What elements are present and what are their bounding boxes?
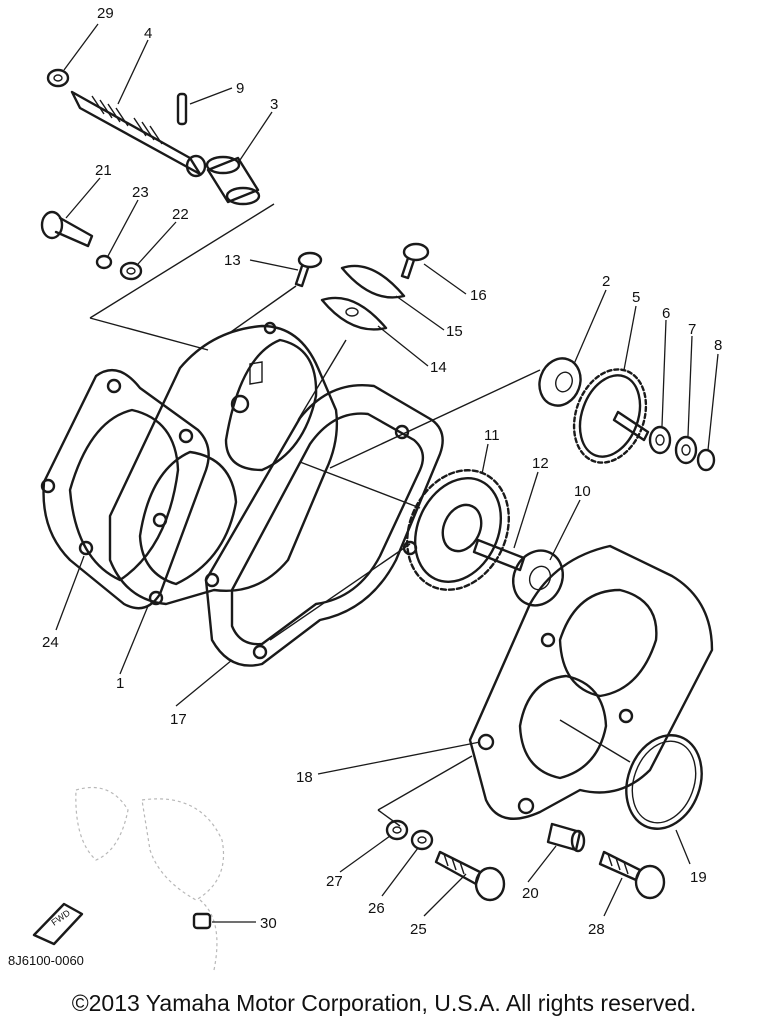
screw-16 [400,242,430,280]
label-18: 18 [296,769,313,786]
gasket-24 [40,368,210,610]
ghost-sketch [75,786,225,971]
label-25: 25 [410,921,427,938]
label-15: 15 [446,323,463,340]
nut-8 [696,448,716,472]
plug-30 [192,912,212,930]
washer-7 [674,435,698,465]
shaft-12 [472,538,526,572]
gear-11 [406,469,510,591]
label-22: 22 [172,206,189,223]
diagram-code: 8J6100-0060 [8,953,84,968]
label-29: 29 [97,5,114,22]
label-13: 13 [224,252,241,269]
label-12: 12 [532,455,549,472]
label-10: 10 [574,483,591,500]
bearing-10 [512,549,564,607]
washer-29 [46,68,70,88]
label-30: 30 [260,915,277,932]
pin-9 [176,92,188,126]
assembly-lines [89,203,631,827]
label-5: 5 [632,289,640,306]
label-7: 7 [688,321,696,338]
gasket-17 [204,384,444,667]
bearing-2 [538,357,582,407]
label-20: 20 [522,885,539,902]
oring-19 [625,734,703,830]
dowel-20 [546,822,586,853]
bolt-25 [434,850,506,902]
label-11: 11 [484,427,500,444]
washer-22 [119,261,143,281]
shaft-4 [70,90,207,178]
label-3: 3 [270,96,278,113]
plate-15 [340,264,406,299]
bolt-28 [598,850,666,900]
housing-18 [468,544,714,820]
exploded-parts-diagram: FWD [32,5,722,971]
label-16: 16 [470,287,487,304]
washer-26 [410,829,434,851]
fwd-label: FWD [49,907,72,927]
label-9: 9 [236,80,244,97]
label-27: 27 [326,873,343,890]
washer-6 [648,425,672,455]
label-14: 14 [430,359,447,376]
label-23: 23 [132,184,149,201]
label-6: 6 [662,305,670,322]
screw-13 [294,251,323,288]
washer-27 [385,819,409,841]
label-4: 4 [144,25,152,42]
label-24: 24 [42,634,59,651]
plate-14 [320,296,388,331]
label-17: 17 [170,711,187,728]
label-26: 26 [368,900,385,917]
label-21: 21 [95,162,112,179]
label-2: 2 [602,273,610,290]
label-28: 28 [588,921,605,938]
bolt-21 [40,210,94,248]
gear-5 [572,368,650,464]
fwd-arrow-icon [32,902,84,946]
label-1: 1 [116,675,124,692]
copyright-notice: ©2013 Yamaha Motor Corporation, U.S.A. A… [71,990,697,1016]
callout-labels: 29 4 9 3 21 23 22 13 16 15 14 2 5 6 7 8 … [42,5,722,938]
label-8: 8 [714,337,722,354]
label-19: 19 [690,869,707,886]
callout-leaders [55,23,719,923]
collar-3 [205,155,261,206]
washer-23 [95,254,113,270]
